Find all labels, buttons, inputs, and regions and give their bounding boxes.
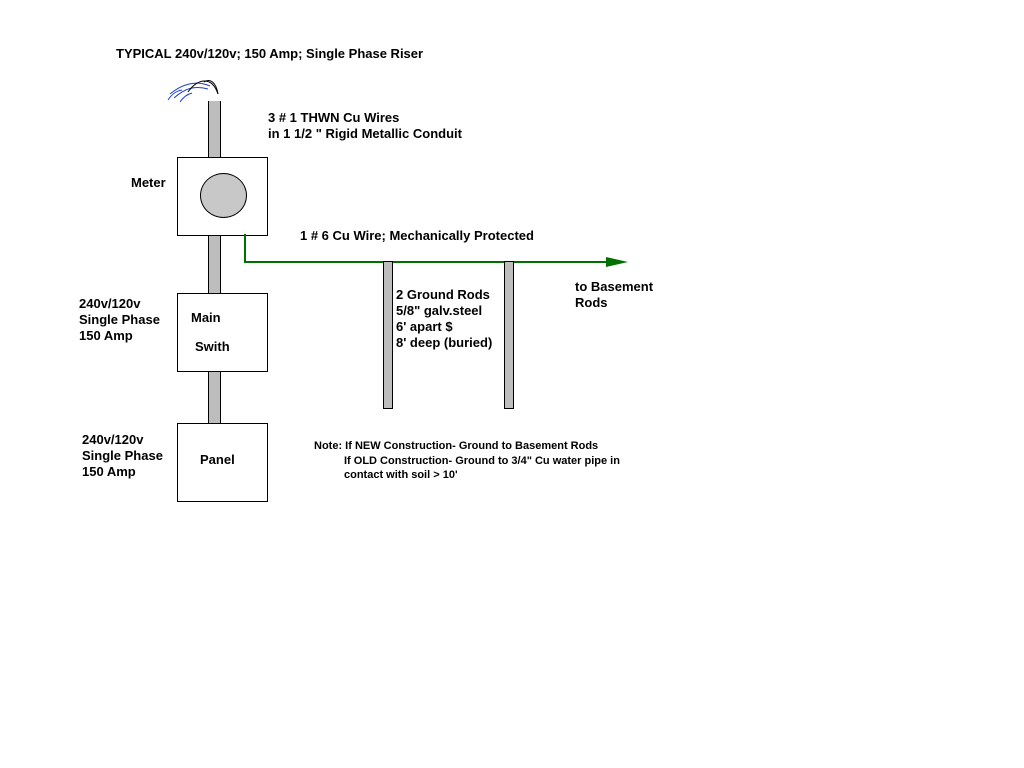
main-switch-label-line: Main [191,310,221,325]
conduit-label-line: 3 # 1 THWN Cu Wires [268,110,400,125]
ground-rod-1 [383,261,393,409]
main-switch-side-label-line: 150 Amp [79,328,133,343]
panel-label: Panel [200,452,235,467]
ground-wire-label: 1 # 6 Cu Wire; Mechanically Protected [300,228,534,243]
main-switch-side-label-line: 240v/120v [79,296,141,311]
ground-rods-label-line: 5/8" galv.steel [396,303,483,318]
ground-rods-label-line: 2 Ground Rods [396,287,490,302]
ground-rods-label-line: 6' apart $ [396,319,453,334]
note-line-1: Note: If NEW Construction- Ground to Bas… [314,440,599,452]
ground-rods-label-line: 8' deep (buried) [396,335,493,350]
destination-label-line: to Basement [575,279,654,294]
note-line-3: contact with soil > 10' [344,469,458,481]
main-switch-box: Main Swith [177,293,268,372]
conduit-label: 3 # 1 THWN Cu Wires in 1 1/2 " Rigid Met… [268,110,462,142]
note-line-2: If OLD Construction- Ground to 3/4" Cu w… [344,455,620,467]
main-switch-side-label-line: Single Phase [79,312,160,327]
panel-side-label-line: 240v/120v [82,432,144,447]
destination-label-line: Rods [575,295,608,310]
panel-side-label-line: 150 Amp [82,464,136,479]
destination-label: to Basement Rods [575,279,653,311]
panel-side-label-line: Single Phase [82,448,163,463]
conduit-segment-middle [208,235,221,294]
conduit-segment-bottom [208,371,221,424]
conduit-label-line: in 1 1/2 " Rigid Metallic Conduit [268,126,462,141]
panel-side-label: 240v/120v Single Phase 150 Amp [82,432,163,480]
conduit-segment-top [208,101,221,158]
meter-box [177,157,268,236]
diagram-title: TYPICAL 240v/120v; 150 Amp; Single Phase… [116,46,424,61]
main-switch-label-line: Swith [195,339,230,354]
meter-label: Meter [131,175,166,190]
service-drop-icon [167,80,219,103]
meter-dial [200,173,247,218]
ground-rod-2 [504,261,514,409]
main-switch-side-label: 240v/120v Single Phase 150 Amp [79,296,160,344]
panel-box: Panel [177,423,268,502]
ground-wire [244,234,628,267]
arrow-right-icon [606,257,628,267]
ground-rods-label: 2 Ground Rods 5/8" galv.steel 6' apart $… [396,287,492,351]
